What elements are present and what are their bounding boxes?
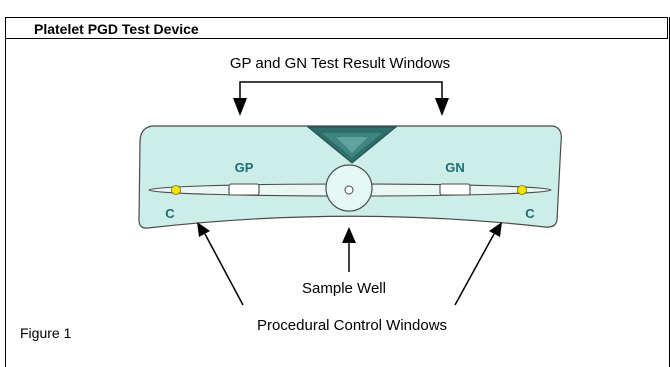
- page-title: Platelet PGD Test Device: [34, 21, 199, 37]
- control-window-arrows: [197, 222, 502, 306]
- control-windows-label: Procedural Control Windows: [257, 317, 447, 334]
- gn-label: GN: [445, 160, 465, 175]
- control-dot-left: [171, 185, 181, 195]
- result-windows-label: GP and GN Test Result Windows: [230, 55, 450, 72]
- gp-label: GP: [235, 160, 254, 175]
- control-dot-right: [517, 185, 527, 195]
- title-bar: Platelet PGD Test Device: [5, 17, 668, 39]
- c-label-left: C: [165, 206, 175, 221]
- c-label-right: C: [525, 206, 535, 221]
- sample-well-center: [344, 185, 354, 195]
- result-windows-bracket: [233, 81, 449, 116]
- prism-window: [306, 126, 398, 164]
- gn-window: [439, 183, 471, 196]
- sample-well-label: Sample Well: [302, 280, 386, 297]
- figure-caption: Figure 1: [20, 325, 72, 341]
- gp-window: [228, 183, 260, 196]
- sample-well-arrow: [342, 227, 356, 272]
